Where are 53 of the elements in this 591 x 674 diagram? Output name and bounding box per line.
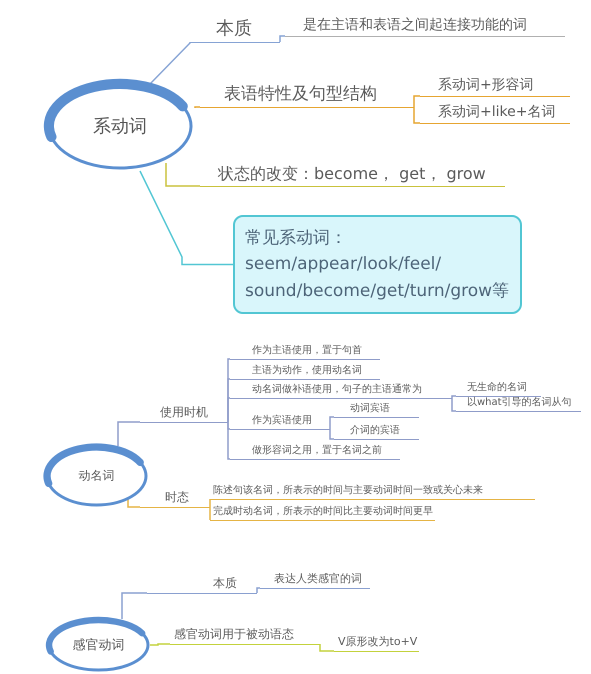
topic-label: 动名词 [78, 468, 116, 484]
branch-line [165, 163, 200, 187]
branch-label: 完成时动名词，所表示的时间比主要动词时间更早 [210, 506, 435, 521]
branch-label: 是在主语和表语之间起连接功能的词 [285, 16, 565, 37]
topic-ellipse [45, 616, 152, 674]
topic-label: 感官动词 [72, 637, 126, 654]
branch-line [139, 170, 233, 266]
branch-label: 无生命的名词 [456, 382, 541, 397]
branch-line [413, 95, 420, 107]
topic-label: 系动词 [92, 115, 148, 138]
note-heading: 常见系动词： [245, 227, 348, 250]
branch-label: 做形容词之用，置于名词之前 [230, 444, 400, 460]
branch-line [413, 107, 420, 124]
note-text: seem/appear/look/feel/ sound/become/get/turn/grow等 [245, 253, 510, 303]
branch-label: 表达人类感官的词 [260, 572, 370, 589]
branch-label: 主语为动作，使用动名词 [230, 364, 380, 380]
branch-line [127, 498, 140, 508]
branch-label: 作为主语使用，置于句首 [230, 344, 380, 360]
branch-label: 介词的宾语 [334, 424, 419, 440]
branch-line [279, 35, 285, 42]
branch-line [121, 592, 147, 619]
branch-line [117, 421, 140, 446]
branch-label: 表语特性及句型结构 [200, 84, 414, 108]
branch-label: 作为宾语使用 [230, 414, 330, 430]
branch-line [209, 507, 211, 521]
branch-line [149, 41, 191, 85]
branch-label: 感官动词用于被动语态 [170, 627, 320, 645]
branch-label: 以what引导的名词从句 [456, 396, 581, 412]
branch-label: 动词宾语 [334, 402, 419, 418]
branch-line [209, 498, 211, 507]
branch-line [329, 429, 334, 440]
branch-line [329, 416, 334, 429]
branch-line [319, 644, 334, 652]
branch-label: 使用时机 [140, 405, 228, 423]
branch-label: 系动词+like+名词 [420, 104, 570, 124]
branch-line [227, 422, 230, 460]
branch-label: 时态 [140, 490, 210, 508]
branch-label: V原形改为to+V [334, 635, 419, 652]
branch-line [194, 106, 200, 108]
branch-label: 系动词+形容词 [420, 76, 570, 97]
branch-line [451, 395, 456, 398]
topic-ellipse [45, 80, 195, 172]
branch-label: 本质 [147, 576, 257, 594]
branch-line [150, 643, 170, 646]
branch-label: 状态的改变：become， get， grow [200, 164, 505, 187]
branch-label: 动名词做补语使用，句子的主语通常为 [230, 384, 452, 399]
branch-label: 本质 [190, 18, 280, 43]
branch-line [451, 398, 456, 412]
branch-line [227, 397, 230, 422]
topic-ellipse [43, 443, 150, 509]
branch-label: 陈述句该名词，所表示的时间与主要动词时间一致或关心未来 [210, 484, 535, 500]
note-box [233, 215, 522, 314]
branch-line [256, 587, 260, 593]
